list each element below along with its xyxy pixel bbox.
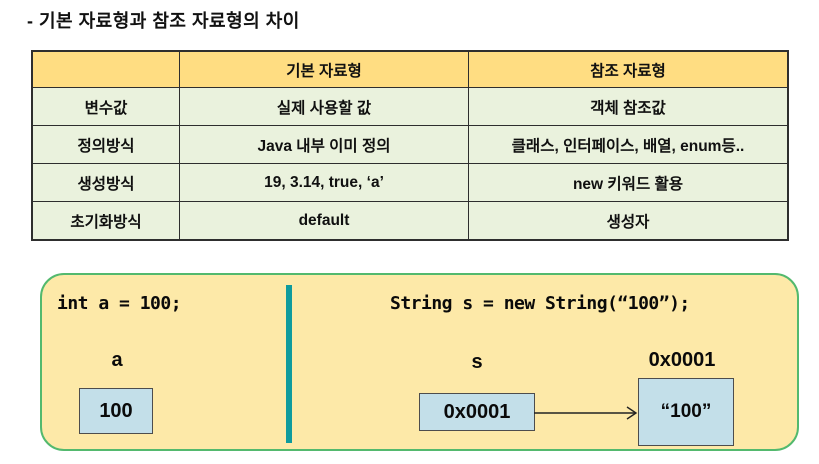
reference-address-box: 0x0001 [419, 393, 535, 431]
string-object-box: “100” [638, 378, 734, 446]
reference-cell: 클래스, 인터페이스, 배열, enum등.. [468, 125, 789, 164]
reference-code-snippet: String s = new String(“100”); [390, 293, 690, 314]
page-title: - 기본 자료형과 참조 자료형의 차이 [27, 11, 300, 31]
table-header-row: 기본 자료형 참조 자료형 [31, 50, 789, 88]
variable-a-label: a [111, 349, 123, 371]
row-label: 변수값 [31, 87, 180, 126]
vertical-divider [286, 285, 292, 443]
row-label: 초기화방식 [31, 201, 180, 241]
primitive-value-box: 100 [79, 388, 153, 434]
row-label: 생성방식 [31, 163, 180, 202]
table-row: 생성방식 19, 3.14, true, ‘a’ new 키워드 활용 [31, 163, 789, 202]
memory-diagram-panel: int a = 100; String s = new String(“100”… [40, 273, 799, 451]
primitive-cell: Java 내부 이미 정의 [179, 125, 469, 164]
primitive-code-snippet: int a = 100; [57, 293, 182, 314]
reference-cell: new 키워드 활용 [468, 163, 789, 202]
primitive-cell: default [179, 201, 469, 241]
primitive-cell: 19, 3.14, true, ‘a’ [179, 163, 469, 202]
variable-s-label: s [471, 351, 483, 373]
reference-arrow-icon [534, 406, 638, 420]
object-address-label: 0x0001 [648, 349, 716, 371]
reference-cell: 생성자 [468, 201, 789, 241]
table-row: 변수값 실제 사용할 값 객체 참조값 [31, 87, 789, 126]
comparison-table: 기본 자료형 참조 자료형 변수값 실제 사용할 값 객체 참조값 정의방식 J… [31, 50, 789, 241]
table-header-primitive-type: 기본 자료형 [179, 50, 469, 88]
reference-cell: 객체 참조값 [468, 87, 789, 126]
row-label: 정의방식 [31, 125, 180, 164]
table-header-reference-type: 참조 자료형 [468, 50, 789, 88]
table-row: 정의방식 Java 내부 이미 정의 클래스, 인터페이스, 배열, enum등… [31, 125, 789, 164]
primitive-cell: 실제 사용할 값 [179, 87, 469, 126]
table-row: 초기화방식 default 생성자 [31, 201, 789, 241]
table-header-empty [31, 50, 180, 88]
